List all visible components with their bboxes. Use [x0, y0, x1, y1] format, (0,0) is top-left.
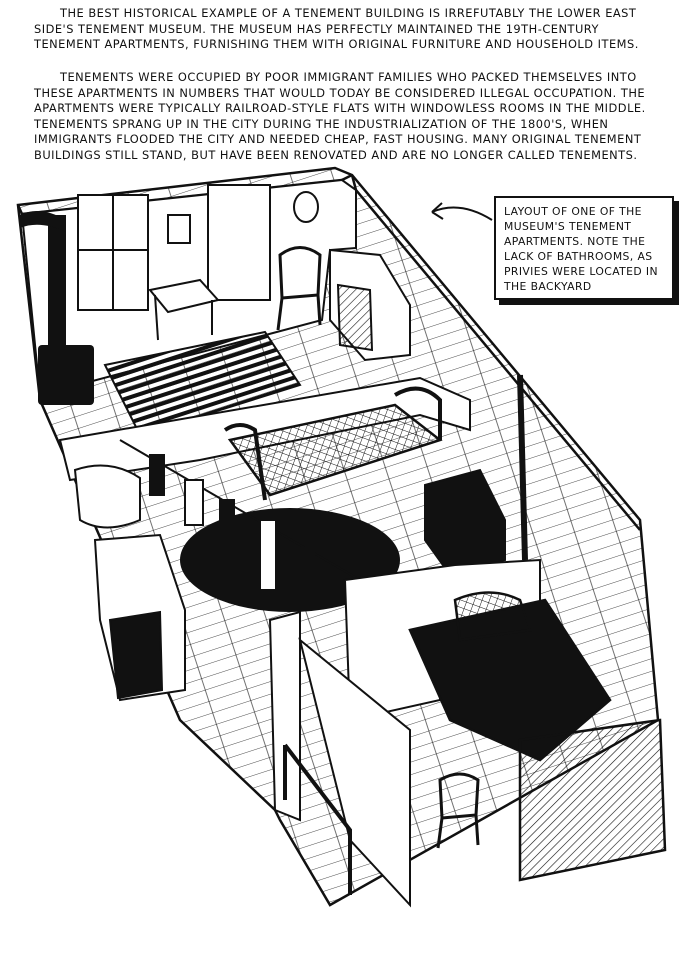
- storage-chest: [93, 533, 186, 702]
- chair: [276, 246, 322, 331]
- callout-text: Layout of one of the museum's tenement a…: [504, 205, 658, 293]
- portrait-frame: [167, 214, 191, 244]
- striped-rug: [103, 330, 302, 437]
- front-walls: [268, 610, 411, 908]
- front-chair: [436, 772, 480, 849]
- laundry-line: [119, 439, 361, 599]
- callout-box: Layout of one of the museum's tenement a…: [494, 196, 674, 300]
- callout-arrow: [431, 206, 493, 221]
- fireplace: [329, 248, 411, 362]
- washtub: [73, 464, 141, 529]
- kitchen-stove: [424, 374, 528, 577]
- side-table: [148, 278, 220, 341]
- bed-front: [408, 591, 667, 882]
- bed-middle: [223, 386, 443, 501]
- intro-paragraph: The best historical example of a tenemen…: [34, 6, 639, 51]
- oval-mirror: [293, 191, 319, 223]
- history-paragraph: Tenements were occupied by poor immigran…: [34, 70, 646, 162]
- iron-bed-frame: [283, 743, 352, 895]
- window-right: [207, 184, 271, 301]
- cast-iron-stove: [20, 211, 94, 405]
